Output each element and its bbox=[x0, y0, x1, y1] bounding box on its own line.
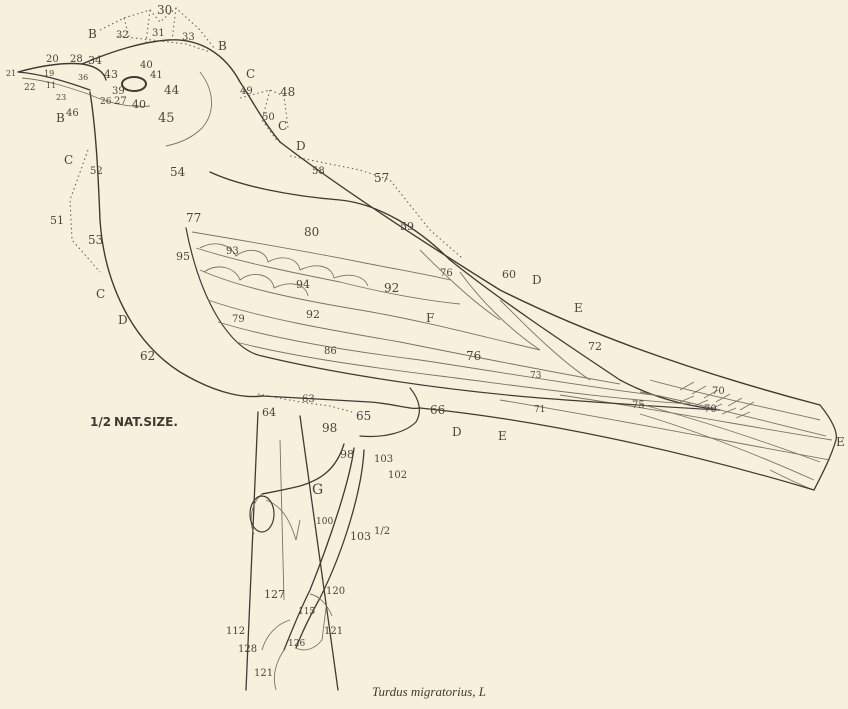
label-92-lower: 92 bbox=[306, 308, 320, 321]
label-76-upper: 76 bbox=[440, 268, 453, 279]
label-F: F bbox=[426, 311, 434, 325]
label-103-half: 103 bbox=[350, 530, 371, 543]
label-95: 95 bbox=[176, 250, 190, 263]
label-63: 63 bbox=[302, 394, 315, 405]
label-77: 77 bbox=[186, 211, 201, 225]
label-D-breast: D bbox=[118, 313, 128, 327]
label-21: 21 bbox=[6, 69, 16, 78]
label-20: 20 bbox=[46, 54, 59, 65]
label-92-upper: 92 bbox=[384, 281, 399, 295]
label-34: 34 bbox=[88, 54, 102, 67]
scale-note: 1/2 NAT.SIZE. bbox=[90, 415, 178, 429]
label-59: 59 bbox=[400, 220, 414, 233]
label-30: 30 bbox=[157, 3, 172, 17]
label-B-lore: B bbox=[56, 111, 65, 125]
bird-wing bbox=[186, 172, 720, 410]
label-102: 102 bbox=[388, 470, 407, 481]
label-57: 57 bbox=[374, 171, 389, 185]
label-73: 73 bbox=[530, 371, 542, 381]
label-93: 93 bbox=[226, 246, 239, 257]
label-100: 100 bbox=[316, 517, 333, 527]
label-C-throat: C bbox=[64, 153, 73, 167]
label-64: 64 bbox=[262, 406, 276, 419]
label-86: 86 bbox=[324, 346, 337, 357]
label-58: 58 bbox=[312, 166, 325, 177]
label-128: 128 bbox=[238, 644, 257, 655]
label-51: 51 bbox=[50, 214, 64, 227]
label-103: 103 bbox=[374, 454, 393, 465]
label-41: 41 bbox=[150, 70, 163, 81]
label-36: 36 bbox=[78, 73, 88, 82]
label-D-neck: D bbox=[296, 139, 306, 153]
label-60: 60 bbox=[502, 268, 516, 281]
label-71: 71 bbox=[534, 405, 545, 415]
figure-caption: Turdus migratorius, L bbox=[372, 684, 486, 699]
label-121-bottom: 121 bbox=[254, 668, 273, 679]
label-43: 43 bbox=[104, 68, 118, 81]
label-53: 53 bbox=[88, 233, 103, 247]
label-E-belly: E bbox=[498, 429, 507, 443]
label-48: 48 bbox=[280, 85, 295, 99]
label-65: 65 bbox=[356, 409, 371, 423]
label-49: 49 bbox=[240, 86, 253, 97]
label-62: 62 bbox=[140, 349, 155, 363]
topography-labels: 30 32 31 33 B B 20 28 34 21 19 36 43 22 … bbox=[6, 3, 845, 679]
scale-half: 1/2 bbox=[90, 415, 111, 429]
region-boundary-lines bbox=[70, 8, 462, 412]
label-C-breast: C bbox=[96, 287, 105, 301]
label-79: 79 bbox=[232, 314, 245, 325]
label-76-lower: 76 bbox=[466, 349, 481, 363]
label-127: 127 bbox=[264, 588, 285, 601]
label-23: 23 bbox=[56, 93, 66, 102]
label-D-belly: D bbox=[452, 425, 462, 439]
label-19: 19 bbox=[44, 69, 54, 78]
label-D-back: D bbox=[532, 273, 542, 287]
label-C-neck: C bbox=[278, 119, 287, 133]
label-72: 72 bbox=[588, 340, 602, 353]
label-31: 31 bbox=[152, 28, 165, 39]
label-121-right: 121 bbox=[324, 626, 343, 637]
label-22: 22 bbox=[24, 83, 35, 93]
label-32: 32 bbox=[116, 30, 129, 41]
label-50: 50 bbox=[262, 112, 275, 123]
label-66: 66 bbox=[430, 403, 445, 417]
label-94: 94 bbox=[296, 278, 310, 291]
label-26: 26 bbox=[100, 97, 112, 107]
label-70-lower: 70 bbox=[704, 404, 717, 415]
label-44: 44 bbox=[164, 83, 180, 97]
label-33: 33 bbox=[182, 32, 195, 43]
label-70-upper: 70 bbox=[712, 386, 725, 397]
label-54: 54 bbox=[170, 165, 186, 179]
label-80: 80 bbox=[304, 225, 319, 239]
label-52: 52 bbox=[90, 166, 103, 177]
label-27: 27 bbox=[114, 96, 127, 107]
bird-legs bbox=[250, 444, 364, 690]
label-45: 45 bbox=[158, 111, 175, 126]
label-46: 46 bbox=[66, 108, 79, 119]
label-G: G bbox=[312, 482, 323, 498]
label-112: 112 bbox=[226, 626, 245, 637]
label-75: 75 bbox=[632, 400, 645, 411]
label-98-upper: 98 bbox=[322, 421, 337, 435]
label-115: 115 bbox=[298, 607, 315, 617]
label-B-crown-right: B bbox=[218, 39, 227, 53]
scale-text: NAT.SIZE. bbox=[114, 415, 178, 429]
label-B-crown-left: B bbox=[88, 27, 97, 41]
label-11: 11 bbox=[46, 81, 56, 90]
label-E-back: E bbox=[574, 301, 583, 315]
label-40-bottom: 40 bbox=[132, 98, 146, 111]
label-28: 28 bbox=[70, 54, 83, 65]
label-half: 1/2 bbox=[374, 526, 390, 537]
label-98-lower: 98 bbox=[340, 448, 354, 461]
label-C-nape: C bbox=[246, 67, 255, 81]
label-120: 120 bbox=[326, 586, 345, 597]
label-E-tail: E bbox=[836, 435, 845, 449]
label-126: 126 bbox=[288, 639, 305, 649]
